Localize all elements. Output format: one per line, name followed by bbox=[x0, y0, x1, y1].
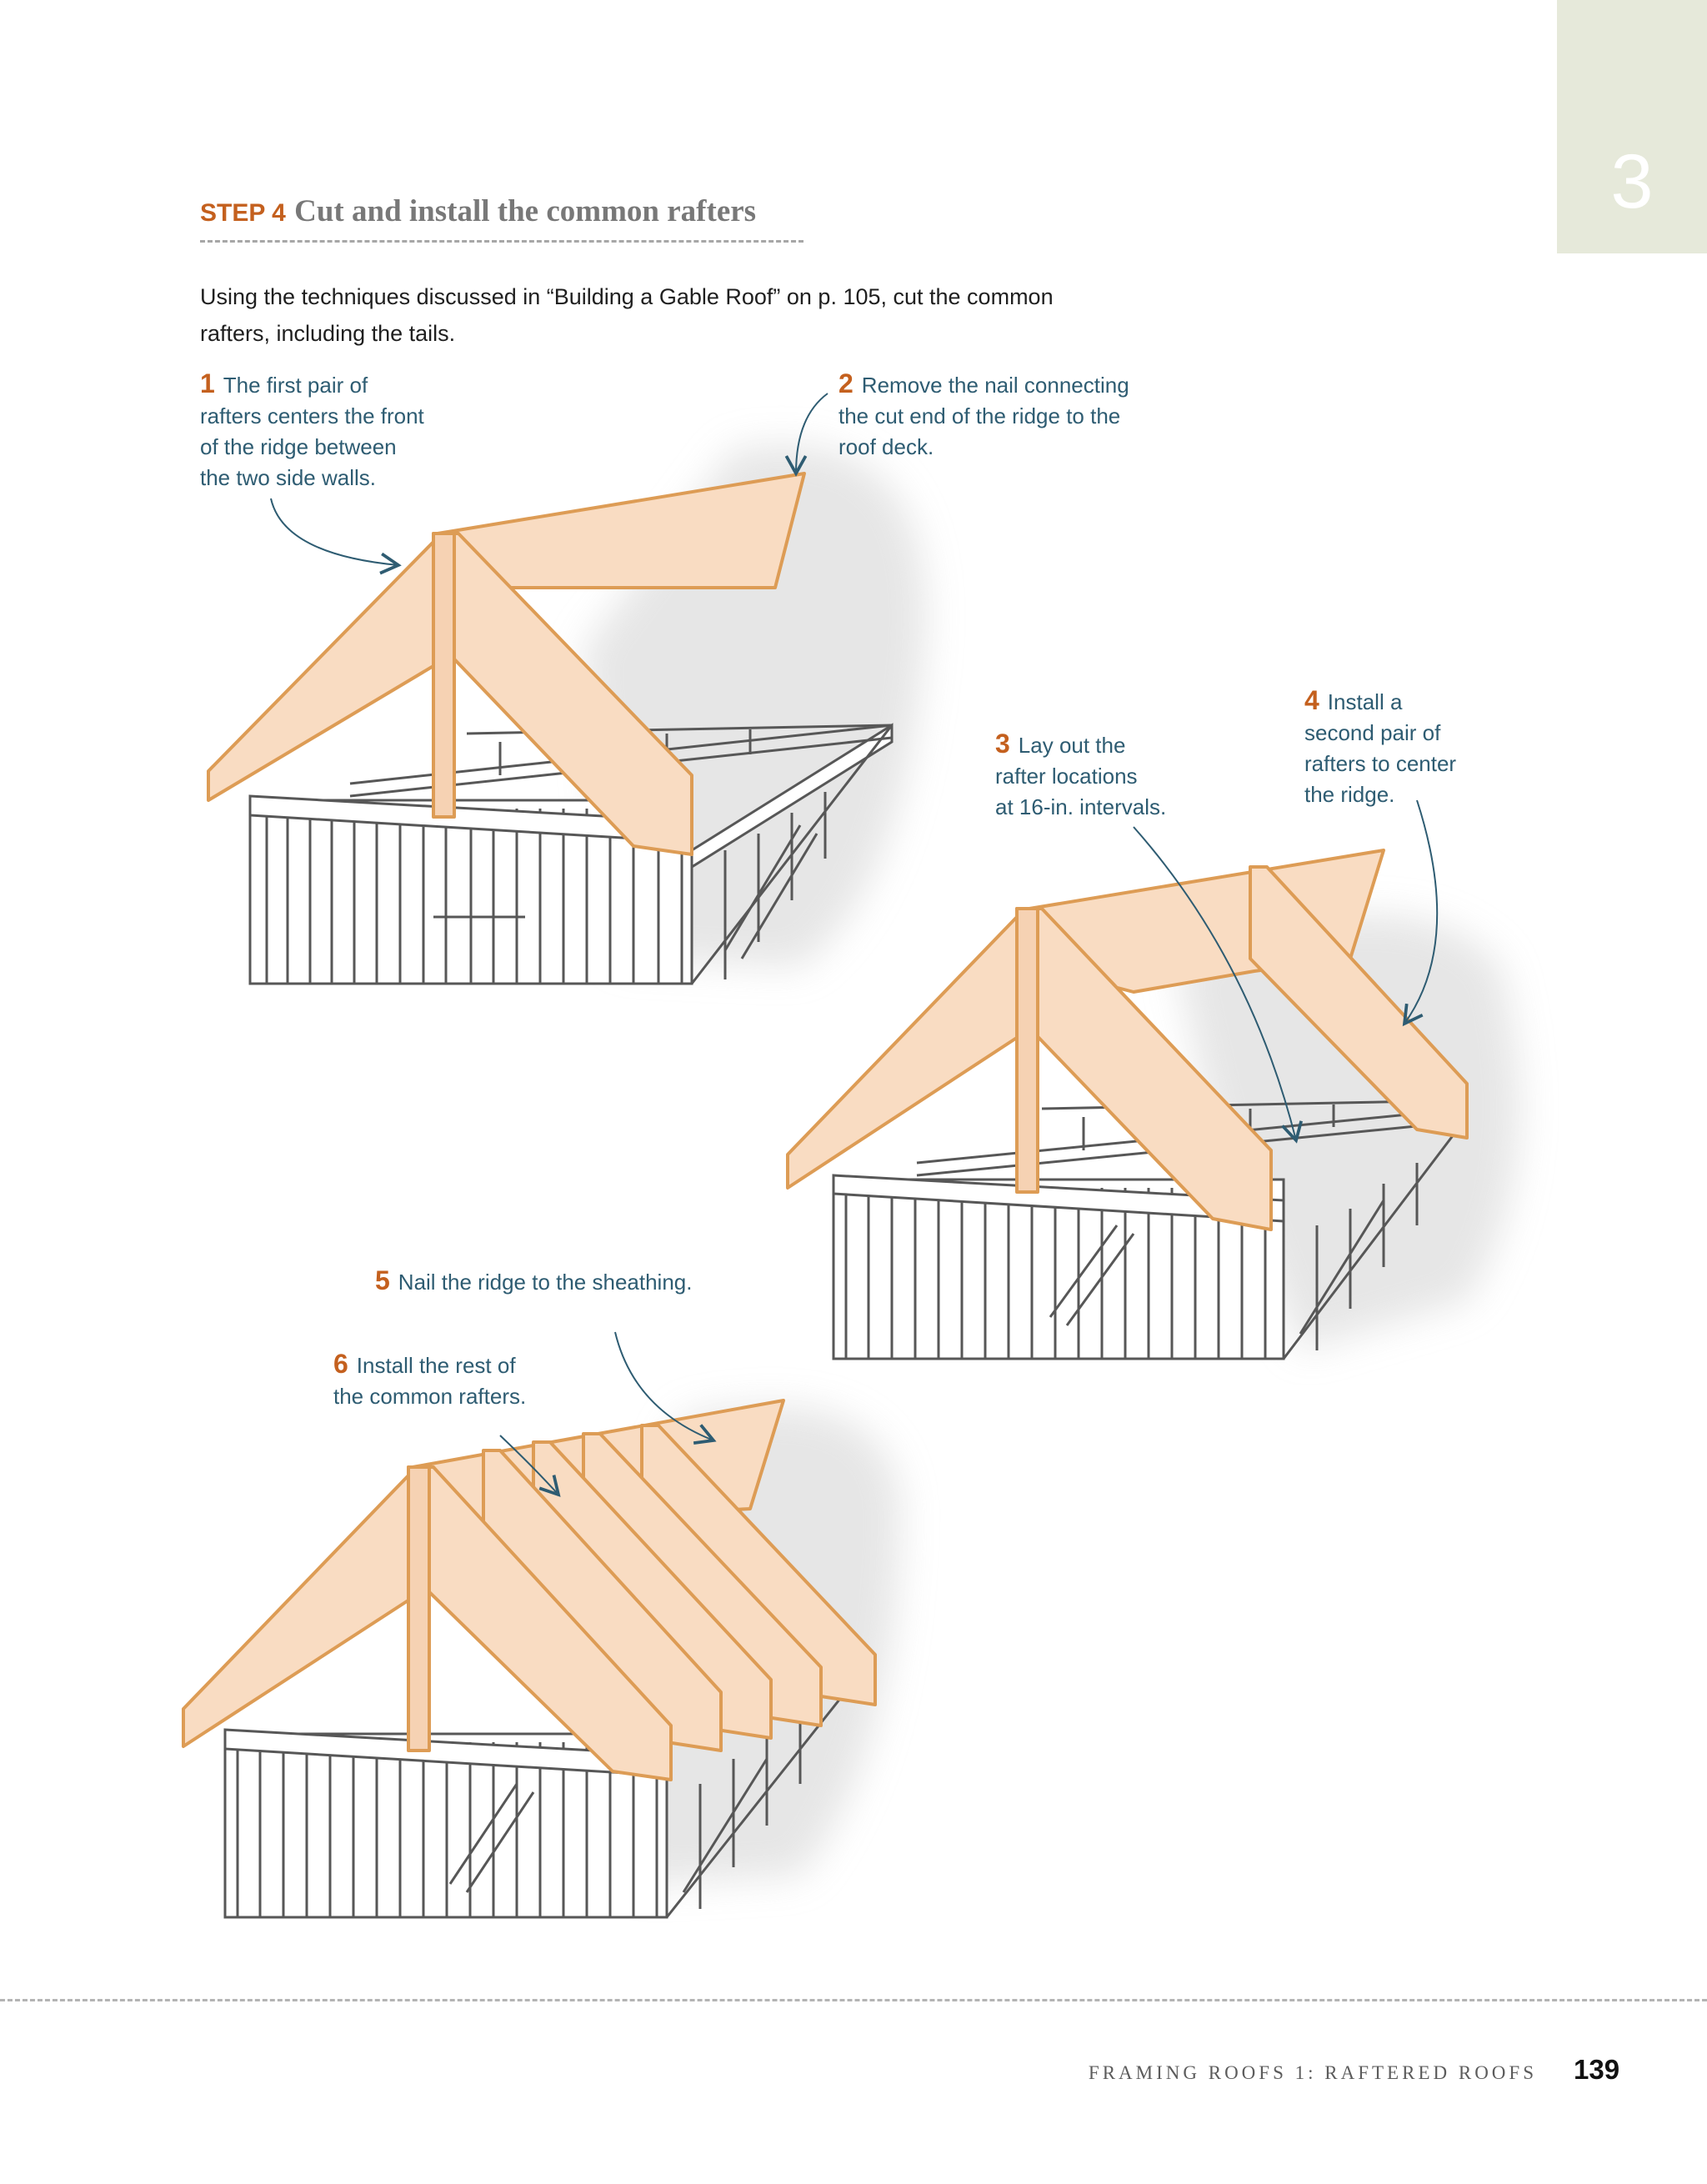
callout-line: the ridge. bbox=[1304, 782, 1395, 807]
illustration-step-2 bbox=[786, 849, 1519, 1360]
callout-line: Lay out the bbox=[1018, 733, 1126, 758]
callout-number: 1 bbox=[200, 368, 215, 398]
leader-5 bbox=[614, 1331, 717, 1445]
callout-number: 4 bbox=[1304, 685, 1319, 715]
callout-line: rafters to center bbox=[1304, 751, 1457, 776]
callout-line: Install a bbox=[1327, 689, 1403, 714]
callout-line: Remove the nail connecting bbox=[861, 373, 1129, 398]
callout-line: the cut end of the ridge to the bbox=[838, 403, 1121, 428]
leader-1 bbox=[270, 498, 402, 575]
running-head: FRAMING ROOFS 1: RAFTERED ROOFS bbox=[1088, 2062, 1537, 2083]
top-plate bbox=[832, 1174, 1285, 1223]
callout-number: 2 bbox=[838, 368, 854, 398]
callout-1: 1 The first pair of rafters centers the f… bbox=[200, 368, 424, 493]
callout-4: 4 Install a second pair of rafters to cen… bbox=[1304, 685, 1456, 810]
heading-divider bbox=[200, 240, 803, 243]
callout-line: rafters centers the front bbox=[200, 403, 424, 428]
step-label: STEP 4 bbox=[200, 199, 286, 227]
callout-2: 2 Remove the nail connecting the cut end … bbox=[838, 368, 1129, 463]
callout-5: 5 Nail the ridge to the sheathing. bbox=[375, 1265, 692, 1298]
callout-line: second pair of bbox=[1304, 720, 1441, 745]
leader-lines bbox=[270, 393, 1439, 1497]
rafters-and-ridge bbox=[786, 849, 1469, 1231]
callout-3: 3 Lay out the rafter locations at 16-in. … bbox=[995, 729, 1166, 823]
callout-line: roof deck. bbox=[838, 434, 934, 459]
callout-number: 3 bbox=[995, 729, 1010, 759]
rafters-and-ridge bbox=[182, 1399, 877, 1781]
step-heading: STEP 4 Cut and install the common rafter… bbox=[200, 193, 756, 229]
callout-line: Install the rest of bbox=[356, 1353, 516, 1378]
illustration-step-3 bbox=[182, 1399, 900, 1919]
callout-number: 5 bbox=[375, 1265, 390, 1295]
rafters-and-ridge bbox=[207, 472, 806, 856]
page-number: 139 bbox=[1574, 2054, 1620, 2085]
callout-line: The first pair of bbox=[223, 373, 368, 398]
leader-3 bbox=[1133, 826, 1303, 1144]
callout-number: 6 bbox=[333, 1349, 348, 1379]
callout-line: Nail the ridge to the sheathing. bbox=[398, 1270, 693, 1295]
leader-4 bbox=[1402, 799, 1439, 1027]
chapter-tab: 3 bbox=[1557, 0, 1707, 253]
callout-line: at 16-in. intervals. bbox=[995, 794, 1167, 819]
step-title: Cut and install the common rafters bbox=[294, 194, 757, 228]
callout-line: rafter locations bbox=[995, 764, 1138, 789]
callout-line: the two side walls. bbox=[200, 465, 376, 490]
leader-6 bbox=[499, 1435, 561, 1497]
chapter-number: 3 bbox=[1610, 139, 1654, 224]
leader-2 bbox=[784, 393, 828, 477]
intro-paragraph: Using the techniques discussed in “Build… bbox=[200, 284, 1054, 346]
illustration-step-1 bbox=[207, 445, 926, 985]
callout-line: the common rafters. bbox=[333, 1384, 527, 1409]
callout-line: of the ridge between bbox=[200, 434, 397, 459]
footer-divider bbox=[0, 1999, 1707, 2001]
callout-6: 6 Install the rest of the common rafters. bbox=[333, 1349, 526, 1412]
